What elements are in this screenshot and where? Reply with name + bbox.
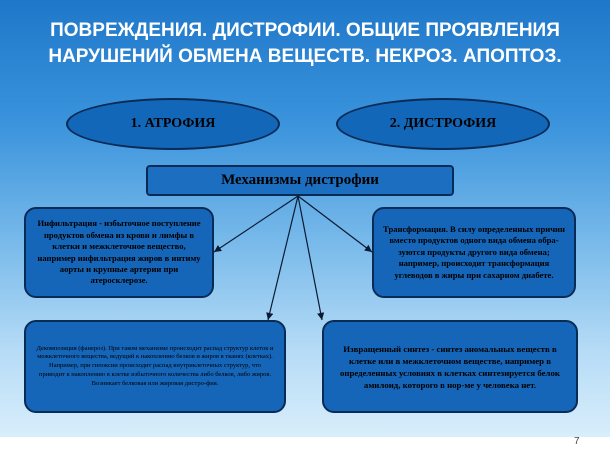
atrophy-oval: 1. АТРОФИЯ — [66, 98, 280, 150]
dystrophy-label: 2. ДИСТРОФИЯ — [389, 116, 497, 131]
arrow-to-decomposition — [266, 195, 299, 321]
atrophy-label: 1. АТРОФИЯ — [130, 116, 216, 131]
slide-title: ПОВРЕЖДЕНИЯ. ДИСТРОФИИ. ОБЩИЕ ПРОЯВЛЕНИЯ… — [48, 20, 562, 67]
decomposition-text: Декомпозиция (фанероз). При таком механи… — [36, 344, 274, 387]
decomposition-box: Декомпозиция (фанероз). При таком механи… — [24, 320, 286, 413]
arrow-to-perverted — [297, 195, 325, 321]
arrows-layer — [213, 195, 373, 321]
page-number: 7 — [574, 436, 580, 447]
infiltration-text: Инфильтрация - избыточное поступление пр… — [37, 218, 201, 286]
infiltration-box: Инфильтрация - избыточное поступление пр… — [24, 207, 214, 298]
mechanisms-box: Механизмы дистрофии — [146, 165, 454, 196]
dystrophy-oval: 2. ДИСТРОФИЯ — [336, 98, 550, 150]
arrow-to-transformation — [297, 195, 373, 253]
perverted-synthesis-text: Извращенный синтез - синтез аномальных в… — [340, 343, 560, 390]
transformation-box: Трансформация. В силу определенных причи… — [372, 207, 576, 298]
perverted-synthesis-box: Извращенный синтез - синтез аномальных в… — [322, 320, 578, 413]
transformation-text: Трансформация. В силу определенных причи… — [383, 223, 565, 280]
mechanisms-label: Механизмы дистрофии — [221, 172, 379, 188]
arrow-to-infiltration — [213, 195, 299, 253]
